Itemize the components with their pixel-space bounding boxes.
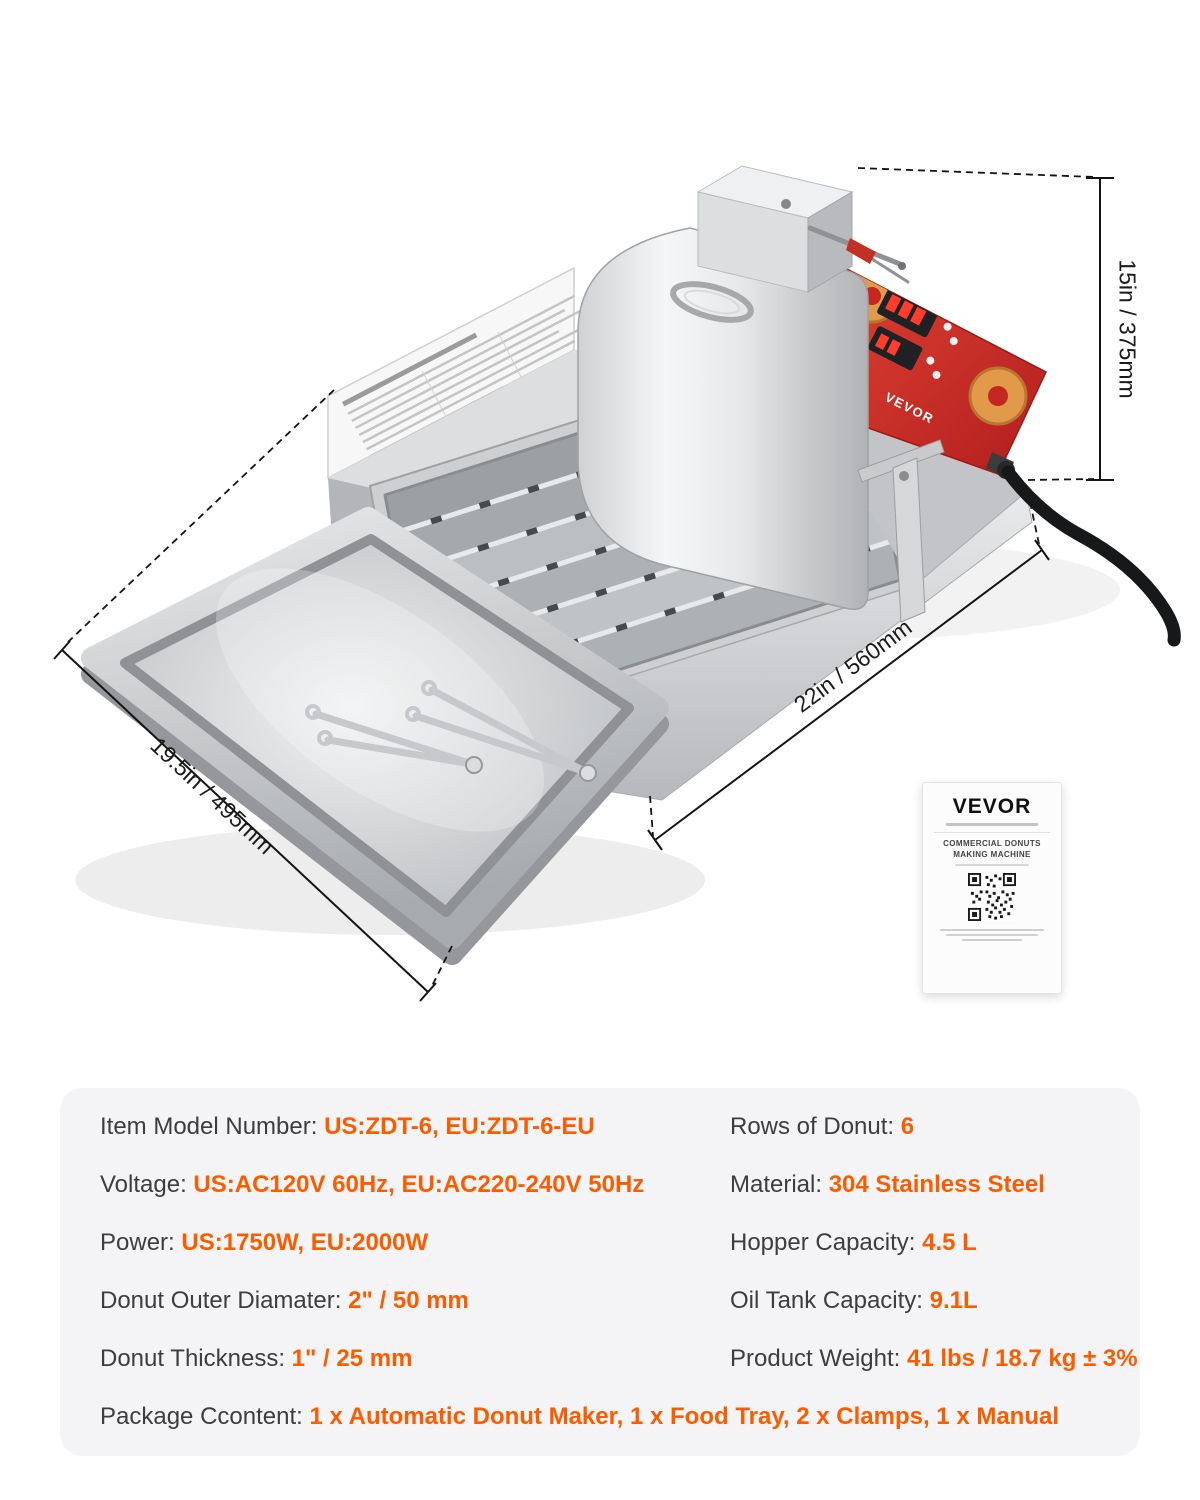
digital-displays — [867, 285, 958, 379]
dispenser-lever-grip — [846, 238, 876, 264]
clamp-bracket — [857, 439, 945, 623]
clamp-tongs — [305, 680, 590, 776]
spec-item-weight: Product Weight: 41 lbs / 18.7 kg ± 3% — [730, 1330, 1138, 1388]
spec-label: Rows of Donut: — [730, 1113, 895, 1140]
spec-value: 9.1L — [929, 1287, 978, 1314]
manual-title-line1: COMMERCIAL DONUTS — [943, 839, 1041, 848]
spec-item-model: Item Model Number: US:ZDT-6, EU:ZDT-6-EU — [100, 1098, 730, 1156]
spec-label: Donut Outer Diamater: — [100, 1287, 342, 1314]
spec-value: US:1750W, EU:2000W — [181, 1229, 429, 1256]
spec-item-diameter: Donut Outer Diamater: 2" / 50 mm — [100, 1272, 730, 1330]
spec-item-power: Power: US:1750W, EU:2000W — [100, 1214, 730, 1272]
food-tray — [81, 507, 669, 965]
spec-label: Item Model Number: — [100, 1113, 318, 1140]
spec-value: US:ZDT-6, EU:ZDT-6-EU — [324, 1113, 595, 1140]
dimension-lines — [53, 177, 1114, 1002]
spec-label: Donut Thickness: — [100, 1345, 285, 1372]
spec-label: Package Ccontent: — [100, 1403, 303, 1430]
manual-model-fineprint — [955, 864, 1029, 866]
spec-label: Oil Tank Capacity: — [730, 1287, 923, 1314]
spec-item-voltage: Voltage: US:AC120V 60Hz, EU:AC220-240V 5… — [100, 1156, 730, 1214]
spec-label: Material: — [730, 1171, 823, 1198]
spec-value: 304 Stainless Steel — [828, 1171, 1045, 1198]
hopper-cover — [577, 227, 869, 610]
extension-lines — [67, 167, 1095, 987]
qr-code — [968, 873, 1016, 921]
manual-tagline-fineprint — [946, 823, 1038, 826]
hopper-handle — [670, 281, 754, 323]
power-cord — [986, 452, 1181, 647]
spec-value: 6 — [900, 1113, 915, 1140]
spec-label: Power: — [100, 1229, 175, 1256]
spec-label: Voltage: — [100, 1171, 187, 1198]
manual-title-line2: MAKING MACHINE — [953, 850, 1031, 859]
spec-item-rows: Rows of Donut: 6 — [730, 1098, 1138, 1156]
spec-item-package-content: Package Ccontent: 1 x Automatic Donut Ma… — [100, 1388, 1138, 1446]
spec-item-thickness: Donut Thickness: 1" / 25 mm — [100, 1330, 730, 1388]
spec-item-hopper: Hopper Capacity: 4.5 L — [730, 1214, 1138, 1272]
divider — [934, 832, 1050, 833]
product-photo: VEVOR — [53, 165, 1181, 1002]
spec-panel: Item Model Number: US:ZDT-6, EU:ZDT-6-EU… — [60, 1088, 1140, 1456]
spec-label: Hopper Capacity: — [730, 1229, 916, 1256]
spec-value: 1" / 25 mm — [291, 1345, 413, 1372]
manual-footer-fineprint — [940, 929, 1044, 941]
manual-brand-logo: VEVOR — [952, 795, 1032, 818]
spec-value: US:AC120V 60Hz, EU:AC220-240V 50Hz — [193, 1171, 645, 1198]
manual-package: VEVOR COMMERCIAL DONUTS MAKING MACHINE — [922, 782, 1062, 994]
spec-item-oiltank: Oil Tank Capacity: 9.1L — [730, 1272, 1138, 1330]
spec-label: Product Weight: — [730, 1345, 901, 1372]
spec-value: 1 x Automatic Donut Maker, 1 x Food Tray… — [309, 1403, 1060, 1430]
spec-value: 4.5 L — [922, 1229, 977, 1256]
spec-value: 41 lbs / 18.7 kg ± 3% — [906, 1345, 1138, 1372]
spec-value: 2" / 50 mm — [348, 1287, 469, 1314]
dimension-label-height: 15in / 375mm — [1114, 259, 1141, 399]
spec-item-material: Material: 304 Stainless Steel — [730, 1156, 1138, 1214]
dispenser-unit — [696, 165, 910, 293]
